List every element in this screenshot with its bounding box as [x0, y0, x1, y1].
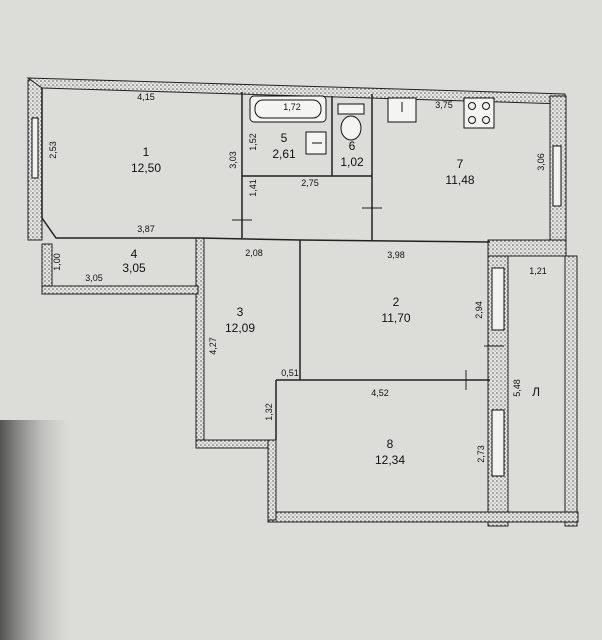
dim-3-03: 3,03 — [228, 151, 238, 169]
room-2-area: 11,70 — [381, 311, 410, 325]
dim-1-41: 1,41 — [248, 179, 258, 197]
room-7-area: 11,48 — [445, 173, 474, 187]
dim-3-05: 3,05 — [85, 273, 103, 283]
dim-1-52: 1,52 — [248, 133, 258, 151]
windows — [31, 117, 562, 477]
dim-3-98: 3,98 — [387, 250, 405, 260]
dim-5-48: 5,48 — [512, 379, 522, 397]
dim-3-87: 3,87 — [137, 224, 155, 234]
room-8-area: 12,34 — [375, 453, 405, 467]
room-1-area: 12,50 — [131, 161, 161, 175]
dim-2-94: 2,94 — [474, 301, 484, 319]
toilet-icon — [337, 103, 365, 141]
dimension-labels: 4,15 2,53 3,87 3,03 1,72 1,52 1,41 2,75 … — [48, 92, 547, 463]
room-labels: 1 12,50 2 11,70 3 12,09 4 3,05 5 2,61 6 … — [122, 131, 475, 467]
dim-4-52: 4,52 — [371, 388, 389, 398]
bathtub-icon — [249, 95, 327, 123]
room-6-number: 6 — [349, 139, 356, 153]
room-5-number: 5 — [281, 131, 288, 145]
room-4-area: 3,05 — [122, 261, 146, 275]
dim-1-72: 1,72 — [283, 102, 301, 112]
dim-2-53: 2,53 — [48, 141, 58, 159]
dim-1-21: 1,21 — [529, 266, 547, 276]
shadow — [0, 420, 70, 640]
room-7-number: 7 — [457, 157, 464, 171]
kitchen-sink-icon — [387, 97, 417, 123]
dim-1-00: 1,00 — [52, 253, 62, 271]
dim-2-73: 2,73 — [476, 445, 486, 463]
loggia-marker: Л — [532, 385, 540, 399]
stove-icon — [463, 97, 495, 129]
dim-2-08: 2,08 — [245, 248, 263, 258]
dim-4-15: 4,15 — [137, 92, 155, 102]
room-8-number: 8 — [387, 437, 394, 451]
dim-4-27: 4,27 — [208, 337, 218, 355]
dim-3-06: 3,06 — [536, 153, 546, 171]
room-3-area: 12,09 — [225, 321, 255, 335]
dim-3-75: 3,75 — [435, 100, 453, 110]
washbasin-icon — [305, 131, 327, 155]
room-6-area: 1,02 — [340, 155, 364, 169]
dim-1-32: 1,32 — [264, 403, 274, 421]
room-5-area: 2,61 — [272, 147, 296, 161]
interior-walls — [41, 88, 491, 440]
dim-0-51: 0,51 — [281, 368, 299, 378]
room-2-number: 2 — [393, 295, 400, 309]
room-3-number: 3 — [237, 305, 244, 319]
room-4-number: 4 — [131, 247, 138, 261]
door-marks — [232, 207, 504, 390]
room-1-number: 1 — [143, 145, 150, 159]
dim-2-75: 2,75 — [301, 178, 319, 188]
